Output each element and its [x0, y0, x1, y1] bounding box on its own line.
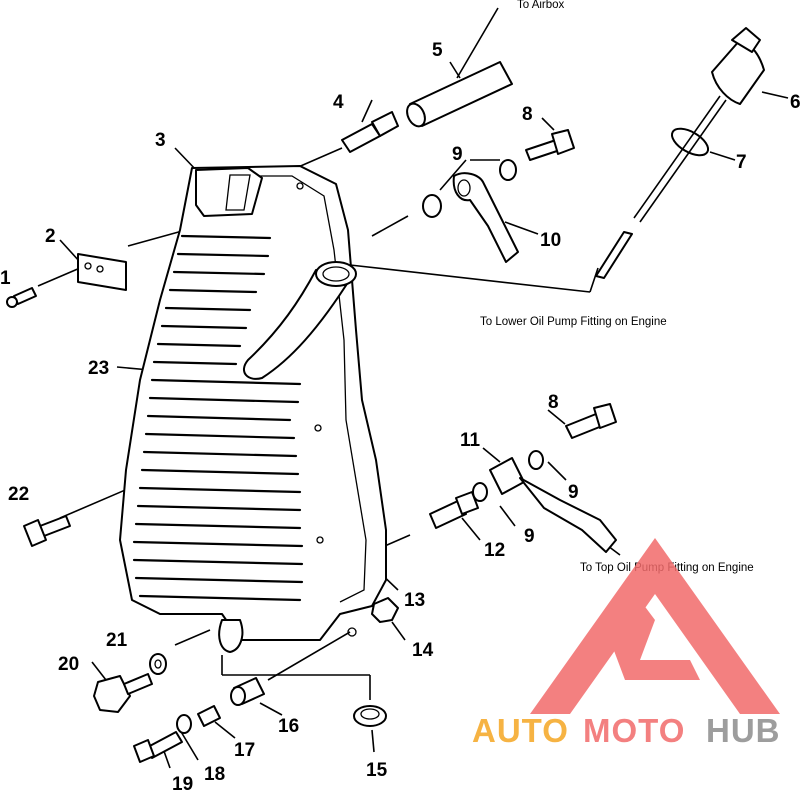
callout-19: 19 [172, 774, 193, 794]
plug-16 [230, 677, 265, 706]
callout-15: 15 [366, 760, 388, 781]
callout-3: 3 [155, 130, 166, 151]
o-ring-7 [670, 127, 710, 157]
watermark-triangle-icon [530, 538, 780, 714]
callout-8-lower: 8 [548, 392, 559, 413]
callout-9-right: 9 [568, 482, 579, 503]
dipstick-6 [595, 27, 765, 279]
washer-18 [176, 714, 192, 734]
callout-13: 13 [404, 590, 425, 611]
tank-ribs [132, 234, 304, 602]
washers-9-lower [472, 450, 544, 502]
callout-22: 22 [8, 484, 29, 505]
hose-5 [406, 61, 513, 128]
callout-12: 12 [484, 540, 505, 561]
callout-21: 21 [106, 630, 128, 651]
bolt-19 [133, 731, 183, 763]
bolt-8-lower [565, 403, 617, 439]
callout-9-lower: 9 [524, 526, 535, 547]
washers-9-upper [422, 159, 517, 218]
watermark-text-hub: HUB [706, 712, 781, 749]
callout-11: 11 [460, 430, 481, 451]
callout-23: 23 [88, 358, 109, 379]
callout-17: 17 [234, 740, 255, 761]
routing-notes: To Airbox To Lower Oil Pump Fitting on E… [480, 0, 754, 574]
washer-21 [149, 653, 167, 675]
automotohub-watermark-logo: AUTO MOTO HUB [472, 538, 781, 749]
note-to-airbox: To Airbox [517, 0, 565, 11]
callout-labels: 1 2 3 4 5 6 7 8 8 9 9 9 10 11 12 13 14 1… [0, 40, 800, 794]
callout-2: 2 [45, 226, 56, 247]
watermark-text-auto: AUTO [472, 712, 569, 749]
callout-20: 20 [58, 654, 79, 675]
fitting-12 [429, 491, 479, 529]
fitting-4 [341, 111, 399, 153]
bracket-2 [77, 253, 127, 291]
callout-1: 1 [0, 268, 11, 289]
grommet-15 [353, 705, 387, 727]
callout-5: 5 [432, 40, 443, 61]
note-to-lower-oil-pump: To Lower Oil Pump Fitting on Engine [480, 316, 667, 328]
callout-9-upper: 9 [452, 144, 463, 165]
bolt-22 [23, 515, 71, 547]
callout-10: 10 [540, 230, 561, 251]
callout-7: 7 [736, 152, 747, 173]
callout-14: 14 [412, 640, 434, 661]
bolt-1 [6, 287, 37, 308]
callout-6: 6 [790, 92, 800, 113]
callout-16: 16 [278, 716, 299, 737]
nut-14 [371, 597, 399, 623]
bolt-8-upper [525, 129, 575, 161]
spacer-17 [197, 705, 221, 727]
callout-8-upper: 8 [522, 104, 533, 125]
callout-18: 18 [204, 764, 225, 785]
callout-4: 4 [333, 92, 344, 113]
fitting-10 [452, 172, 519, 263]
oil-tank [119, 165, 387, 653]
watermark-text-moto: MOTO [583, 712, 685, 749]
fitting-11 [489, 457, 617, 553]
drain-bolt-20 [93, 673, 153, 713]
